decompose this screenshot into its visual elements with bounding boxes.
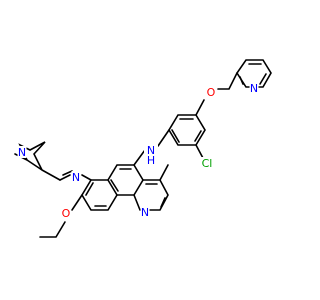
- atom-n-pyr: N: [249, 82, 259, 95]
- bond-lines: [14, 59, 272, 238]
- atom-hydrogen: H: [147, 154, 155, 167]
- atom-cl: Cl: [200, 157, 214, 170]
- methyl-bond: [159, 164, 169, 181]
- ethoxy-bond: [39, 194, 83, 238]
- atom-label-background: [17, 146, 27, 158]
- atom-symbol: N: [18, 146, 26, 159]
- atom-label-background: [61, 207, 71, 219]
- atom-n-pyrrolidine: N: [17, 146, 27, 159]
- atom-label-background: [144, 144, 158, 162]
- atom-o-ethoxy: O: [61, 207, 71, 220]
- atom-label-background: [249, 82, 259, 94]
- imine-bond: [59, 170, 92, 181]
- atom-symbol: O: [207, 86, 216, 99]
- atom-nh: NH: [144, 144, 158, 167]
- pyridine-inner-bonds: [239, 63, 267, 85]
- atom-n-imine: N: [71, 171, 81, 184]
- atom-symbol: N: [72, 171, 80, 184]
- atom-symbol: N: [250, 82, 258, 95]
- amine-linker-bond: [133, 129, 170, 166]
- quinoline-ring-b: [133, 179, 169, 211]
- atom-symbol: Cl: [202, 157, 213, 170]
- quinoline-inner-bonds: [85, 168, 166, 208]
- atom-label-background: [200, 157, 214, 169]
- chlorophenyl-ring: [168, 114, 206, 146]
- atom-n-quin: N: [140, 206, 150, 219]
- atom-symbol: N: [141, 206, 149, 219]
- atom-symbol: O: [62, 207, 71, 220]
- atom-label-background: [71, 171, 81, 183]
- atom-label-background: [140, 206, 150, 218]
- chlorophenyl-inner-bonds: [171, 118, 202, 143]
- atom-o-ether: O: [206, 86, 216, 99]
- ether-to-ring-bond: [195, 99, 205, 116]
- methylene-bond: [217, 72, 238, 90]
- quinoline-ring-c: [81, 179, 118, 211]
- atom-label-background: [206, 86, 216, 98]
- atom-symbol: N: [147, 144, 155, 157]
